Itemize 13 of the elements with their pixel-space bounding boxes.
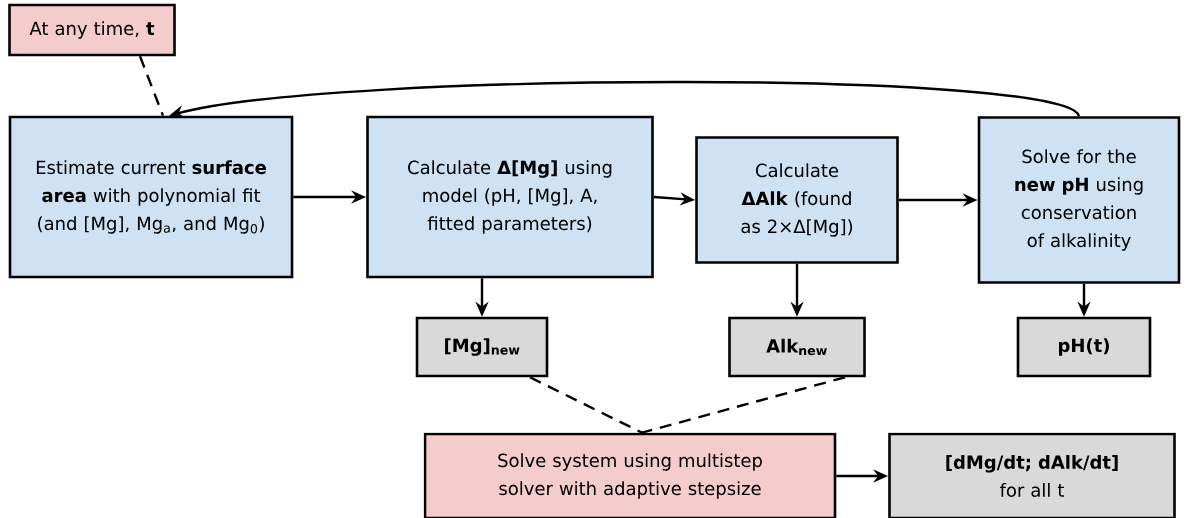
output-box: [dMg/dt; dAlk/dt] for all t [888,432,1176,518]
process-box: Calculate ΔAlk (found as 2×Δ[Mg]) [695,136,899,264]
note-box: At any time, t [8,3,176,57]
process-box: Estimate current surface area with polynomial fit (and [Mg], Mg$_{a}$, and Mg$_{0}$) [8,115,294,279]
connector-line [529,376,643,434]
solver-box: Solve system using multistep solver with adaptive stepsize [423,432,837,518]
connector-line [641,376,846,434]
connector-line [138,55,165,117]
output-box: pH(t) [1016,316,1152,378]
output-box: Alk$_{new}$ [728,316,866,378]
output-box: [Mg]$_{new}$ [415,316,549,378]
process-box: Solve for the new pH using conservation of alkalinity [977,116,1181,284]
process-box: Calculate Δ[Mg] using model (pH, [Mg], A, fitted parameters) [366,115,654,279]
